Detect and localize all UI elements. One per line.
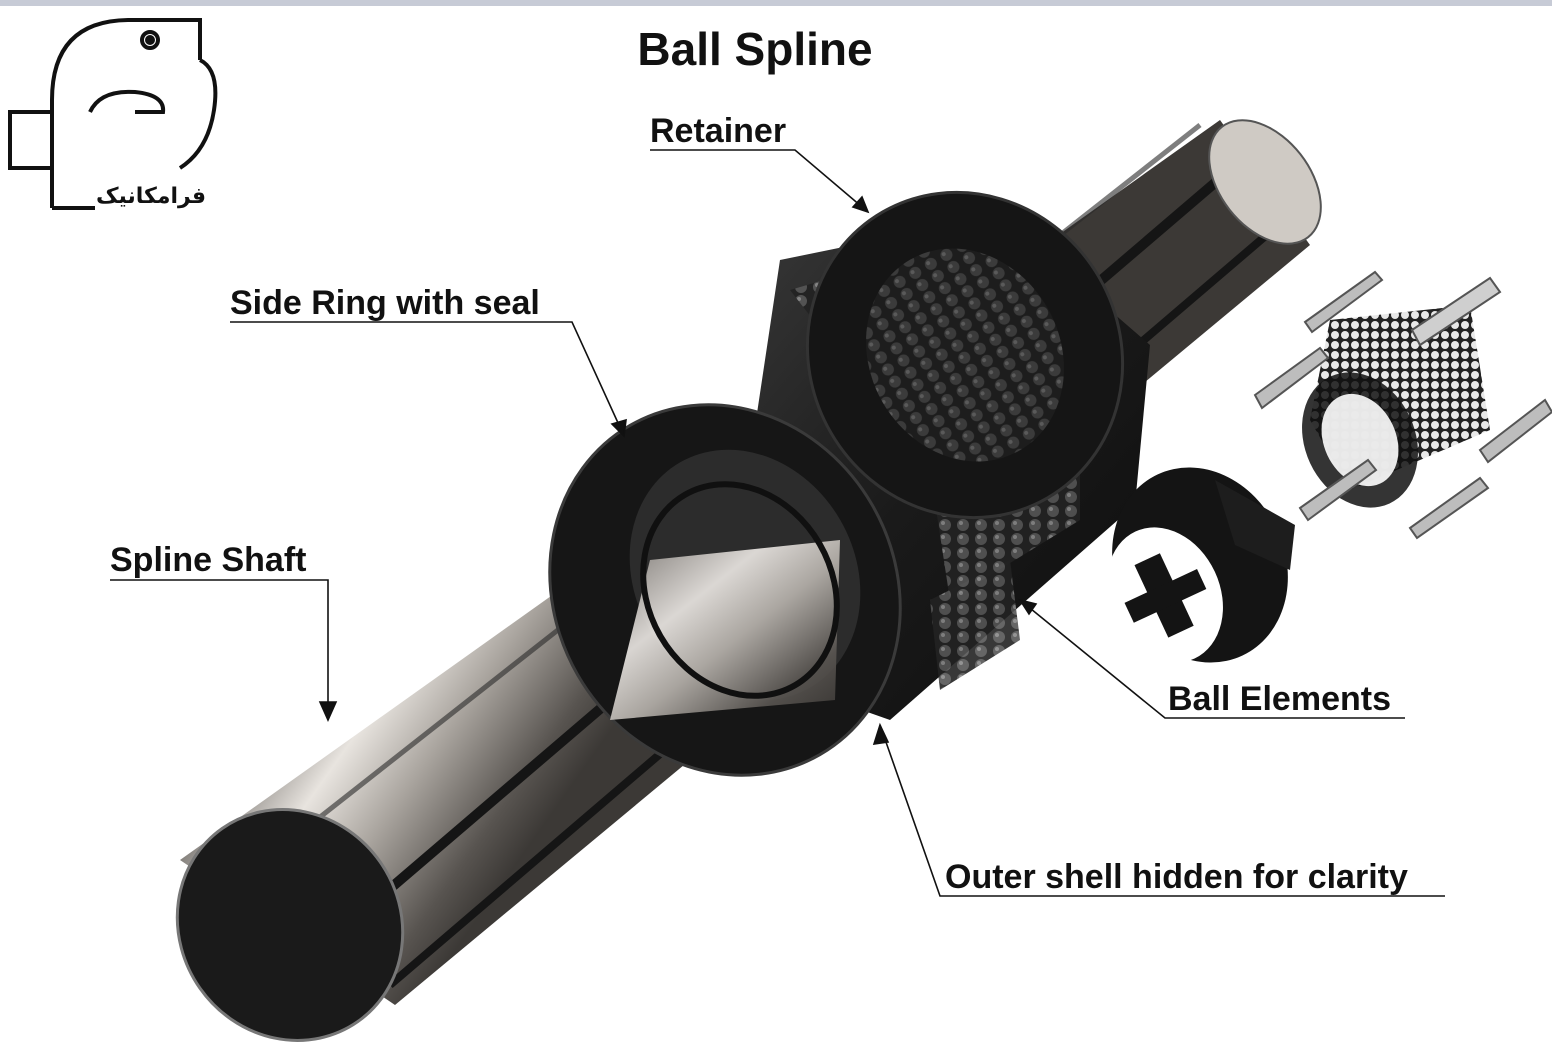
exploded-retainer-cage — [1107, 467, 1295, 663]
label-spline-shaft: Spline Shaft — [110, 541, 307, 579]
label-retainer: Retainer — [650, 112, 787, 150]
leader-retainer — [650, 149, 869, 213]
logo-text: فرامکانیک — [96, 184, 207, 209]
arrowhead-spline-shaft — [318, 701, 338, 722]
exploded-keys — [1253, 270, 1552, 540]
leader-ball-elements — [1019, 599, 1405, 719]
leader-side-ring — [230, 321, 625, 437]
arrowhead-side-ring — [610, 418, 627, 438]
leader-outer-shell — [879, 724, 1445, 897]
gear-logo-icon — [8, 18, 218, 210]
label-side-ring: Side Ring with seal — [230, 284, 540, 322]
label-ball-elements: Ball Elements — [1168, 680, 1391, 718]
arrowhead-retainer — [851, 195, 870, 214]
label-outer-shell: Outer shell hidden for clarity — [945, 858, 1408, 896]
arrowhead-outer-shell — [872, 722, 890, 745]
arrowhead-ball-elements — [1018, 598, 1038, 616]
leader-lines — [110, 149, 1445, 897]
leader-spline-shaft — [110, 579, 329, 720]
ball-spline-nut — [548, 190, 1150, 777]
page-title: Ball Spline — [637, 23, 873, 75]
top-strip — [0, 0, 1552, 6]
exploded-ball-cage — [1302, 305, 1490, 508]
